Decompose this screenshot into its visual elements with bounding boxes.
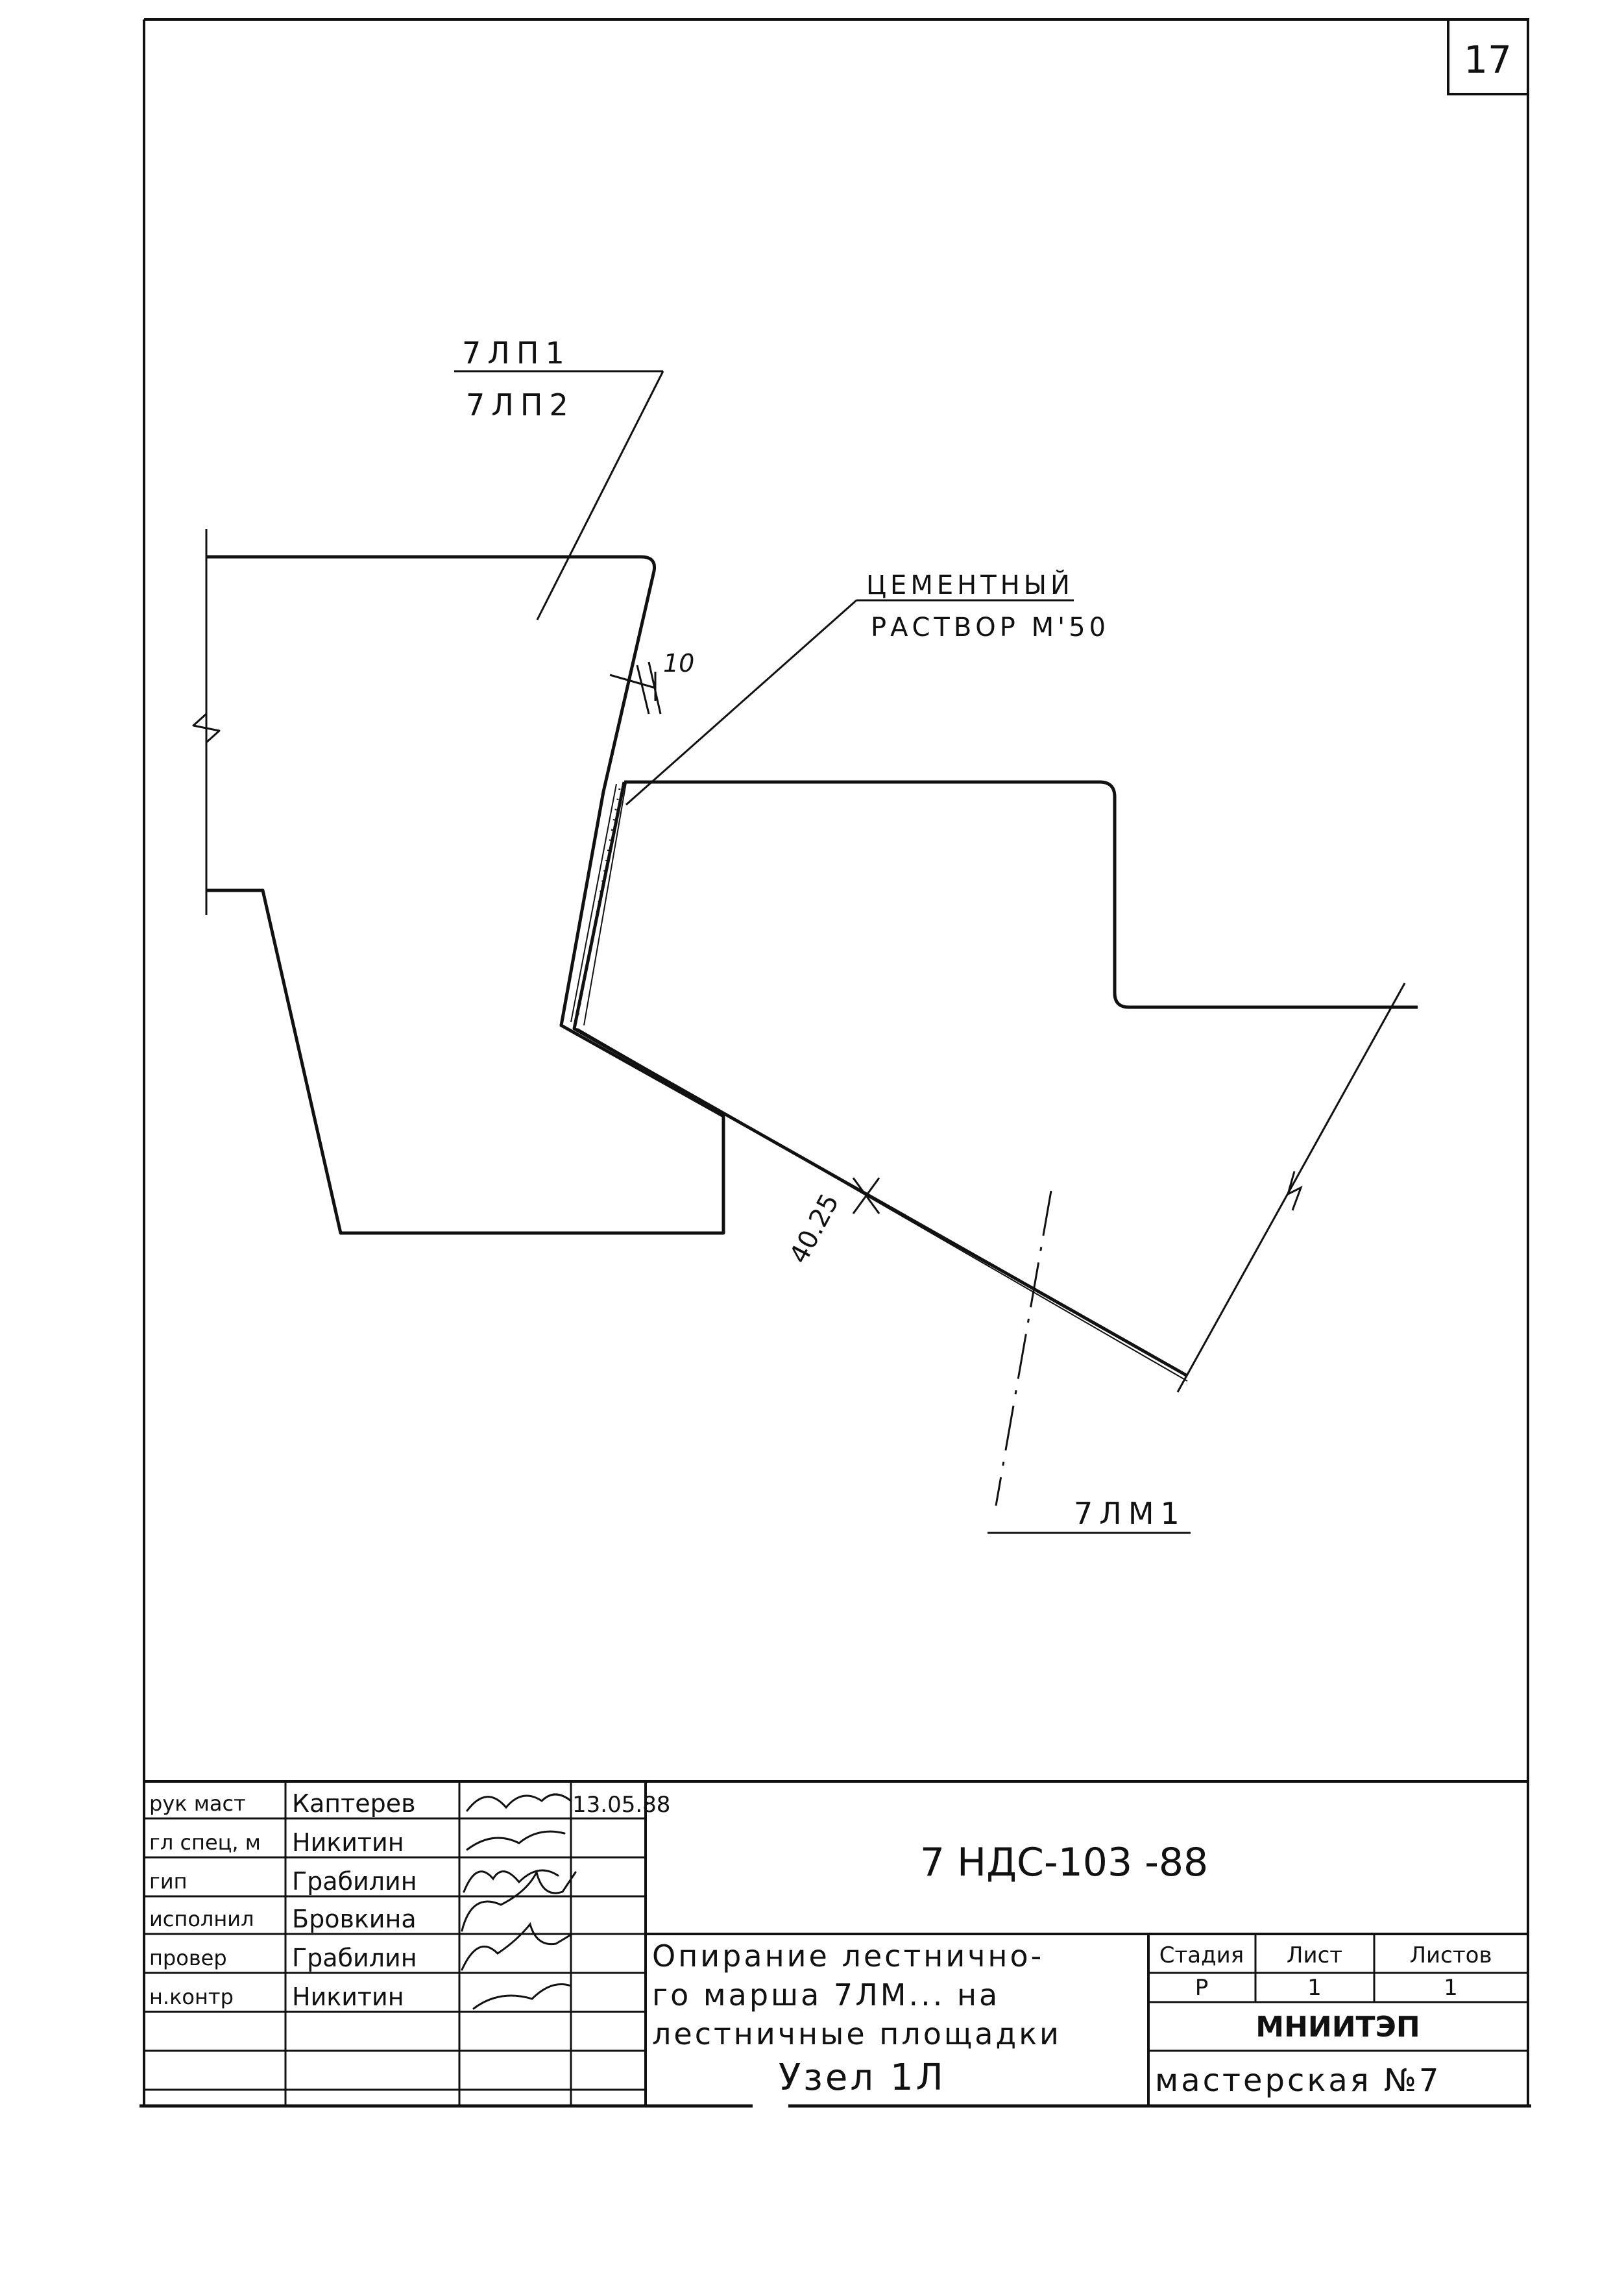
role-cell: гл спец, м [149,1830,261,1855]
signature [466,1793,572,1812]
platform-outline [192,529,725,1235]
platform-label-top: 7ЛП1 [462,336,571,371]
stair-flight-outline [572,780,1418,1378]
dim-joint [609,661,662,715]
sheet-number: 17 [1464,38,1512,82]
signatures [461,1793,577,2010]
mortar-label-line1: ЦЕМЕНТНЫЙ [866,569,1074,600]
document-code: 7 НДС-103 -88 [920,1840,1208,1885]
name-cell: Бровкина [292,1905,417,1933]
flight-break-line [1176,983,1406,1393]
role-cell: провер [149,1946,227,1970]
role-cell: гип [149,1869,188,1894]
signature [461,1869,577,1932]
name-cell: Грабилин [292,1867,417,1896]
sheets-header: Листов [1409,1942,1492,1968]
sheet-value: 1 [1307,1975,1322,2001]
platform-label-bottom: 7ЛП2 [466,387,575,422]
dim-bearing-value: 40.25 [784,1189,845,1269]
name-cell: Каптерев [292,1789,416,1818]
dim-joint-value: 10 [663,649,694,678]
sheet-number-box: 17 [1447,18,1529,95]
platform-leader [454,370,664,620]
flight-leader [988,1190,1191,1534]
role-cell: исполнил [149,1907,254,1931]
title-block-names: Каптерев Никитин Грабилин Бровкина Граби… [292,1789,417,2011]
stage-header: Стадия [1159,1942,1244,1968]
signature [472,1983,572,2010]
title-line: го марша 7ЛМ... на [652,1977,1000,2012]
name-cell: Никитин [292,1828,404,1857]
stage-value: Р [1195,1975,1209,2001]
mortar-label-line2: РАСТВОР М'50 [871,613,1109,642]
sheet-frame [139,18,1531,2108]
mortar-leader [625,599,1074,806]
drawing-title: Опирание лестнично- го марша 7ЛМ... на л… [652,1938,1061,2099]
name-cell: Грабилин [292,1944,417,1972]
stage-sheet-table: Стадия Лист Листов Р 1 1 [1159,1942,1492,2001]
signature [463,1869,559,1893]
title-line: Опирание лестнично- [652,1938,1044,1974]
role-cell: рук маст [149,1791,246,1816]
signature [466,1830,566,1851]
name-cell: Никитин [292,1983,404,2011]
mortar-joint [570,782,1188,1382]
title-line: лестничные площадки [652,2016,1061,2051]
date-cell: 13.05.88 [572,1792,670,1818]
title-block [144,1780,1528,2106]
title-line: Узел 1Л [779,2057,946,2099]
role-cell: н.контр [149,1985,234,2009]
sheets-value: 1 [1444,1975,1458,2001]
organization: МНИИТЭП [1255,2011,1420,2044]
sheet-header: Лист [1287,1942,1342,1968]
dim-bearing [852,1177,880,1214]
flight-label: 7ЛМ1 [1074,1496,1186,1531]
signature [461,1922,574,1971]
workshop: мастерская №7 [1155,2062,1441,2099]
title-block-roles: рук маст гл спец, м гип исполнил провер … [149,1791,261,2009]
